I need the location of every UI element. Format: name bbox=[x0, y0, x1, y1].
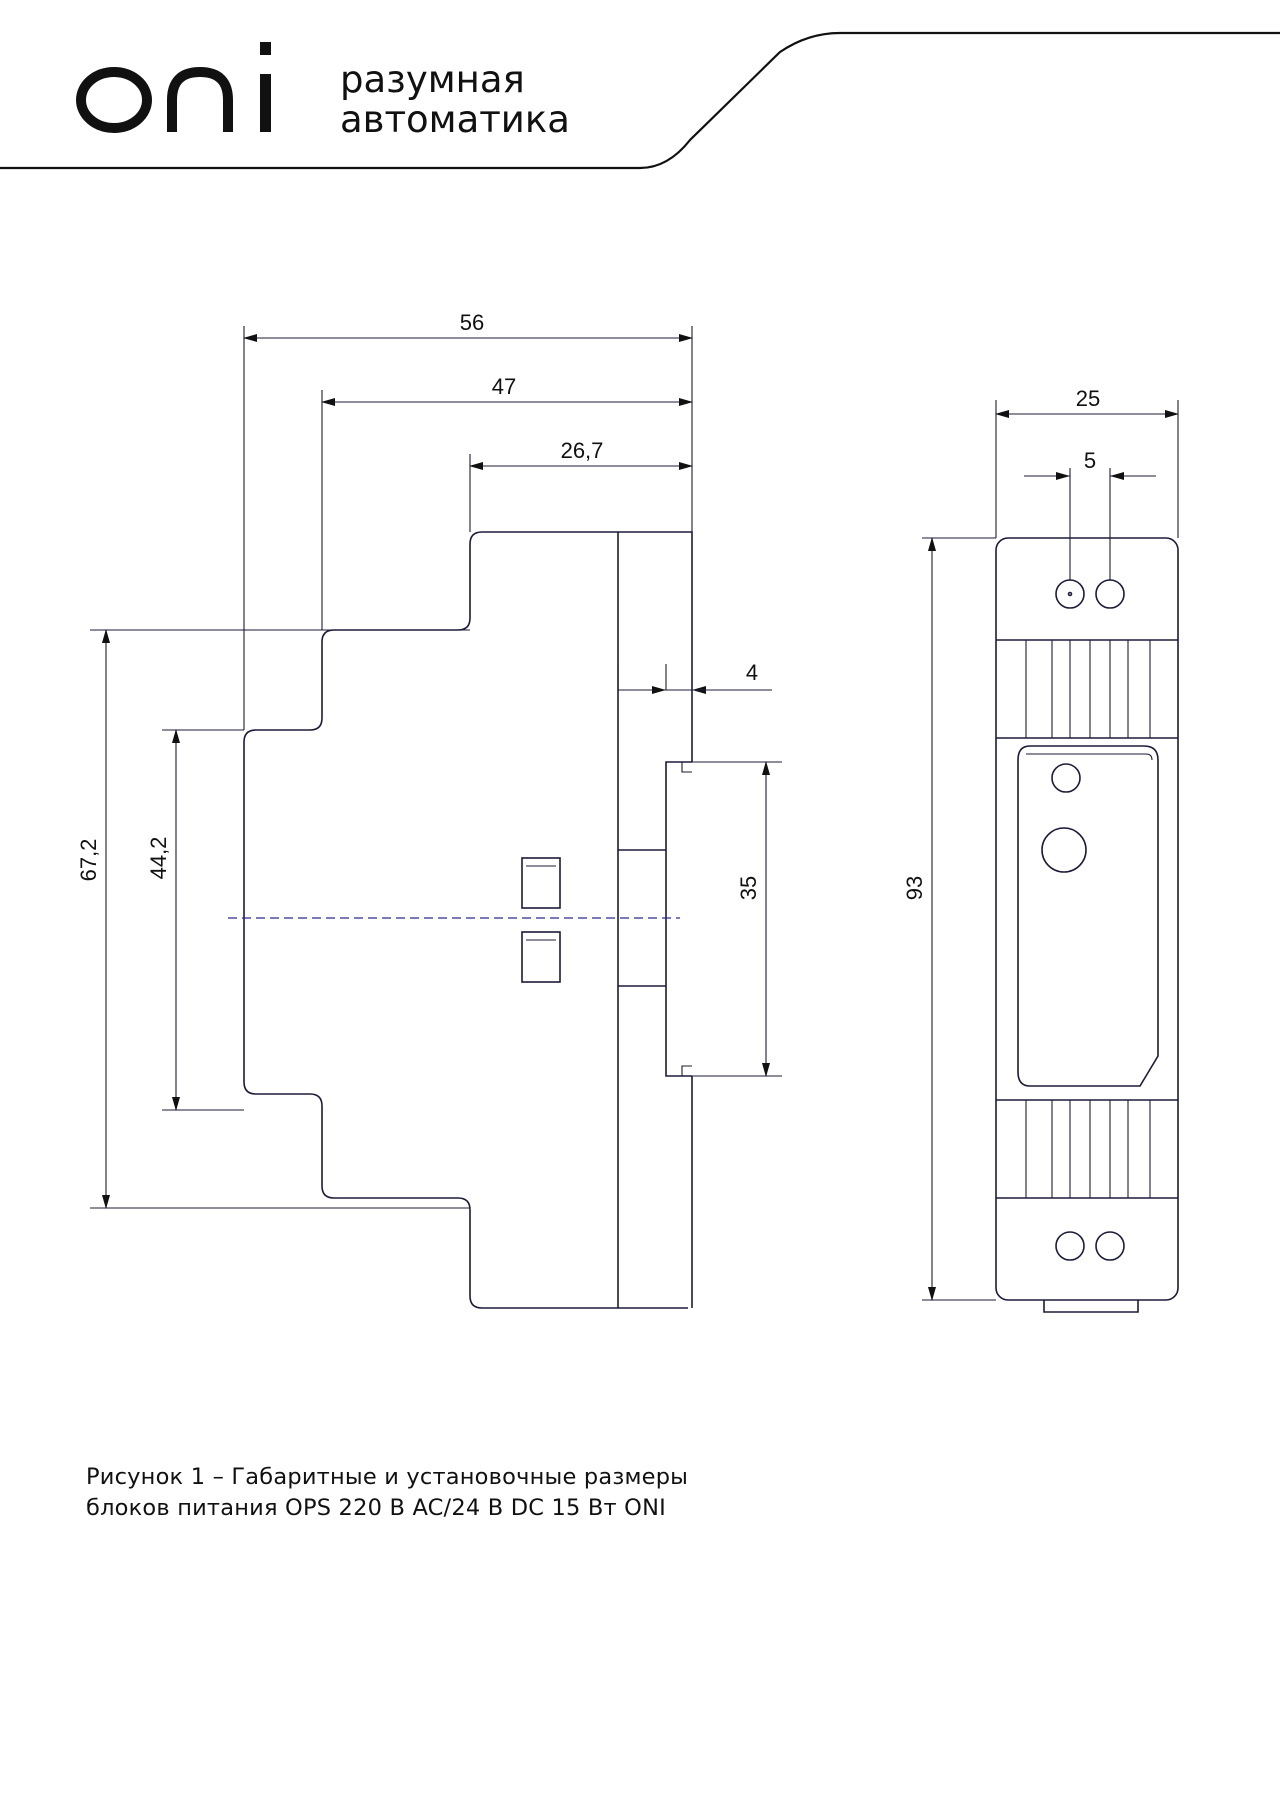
dim-5-label: 5 bbox=[1084, 448, 1096, 473]
front-top bbox=[618, 531, 693, 762]
figure-caption: Рисунок 1 – Габаритные и установочные ра… bbox=[86, 1462, 688, 1524]
header-swoosh-line bbox=[0, 31, 1280, 170]
caption-line-2: блоков питания OPS 220 В AC/24 В DC 15 В… bbox=[86, 1495, 666, 1521]
dim-4-label: 4 bbox=[746, 660, 758, 685]
side-view-dimensions: 56 47 26,7 4 67,2 44,2 35 bbox=[76, 310, 782, 1209]
dim-25-label: 25 bbox=[1076, 386, 1100, 411]
brand-tagline-line1: разумная bbox=[340, 58, 525, 101]
latch-lower bbox=[521, 931, 561, 983]
front-view-body bbox=[995, 537, 1179, 1301]
dim-44-2-label: 44,2 bbox=[146, 837, 171, 880]
dim-56-label: 56 bbox=[460, 310, 484, 335]
caption-line-1: Рисунок 1 – Габаритные и установочные ра… bbox=[86, 1464, 689, 1490]
led-indicator-icon bbox=[1051, 763, 1081, 793]
side-view-outline bbox=[243, 531, 688, 1309]
terminal-screw-1-icon bbox=[1055, 579, 1085, 609]
dim-93-label: 93 bbox=[902, 876, 927, 900]
terminal-screw-2-icon bbox=[1095, 579, 1125, 609]
terminal-screw-4-icon bbox=[1095, 1231, 1125, 1261]
dim-26-7-label: 26,7 bbox=[561, 438, 604, 463]
front-view-dimensions: 25 5 93 bbox=[902, 386, 1179, 1301]
rail-slot bbox=[618, 849, 666, 987]
vent-ribs-top bbox=[996, 639, 1178, 739]
brand-tagline-line2: автоматика bbox=[340, 98, 570, 141]
latch-upper bbox=[521, 857, 561, 909]
rail-clip bbox=[665, 761, 692, 1077]
header: разумная автоматика bbox=[0, 31, 1280, 170]
voltage-adjust-potentiometer-icon bbox=[1041, 827, 1087, 873]
front-panel bbox=[1017, 745, 1159, 1087]
vent-ribs-bottom bbox=[996, 1099, 1178, 1199]
oni-logo bbox=[76, 42, 271, 133]
dim-67-2-label: 67,2 bbox=[76, 839, 101, 882]
dim-47-label: 47 bbox=[492, 374, 516, 399]
front-view-foot bbox=[1043, 1300, 1139, 1313]
side-view bbox=[228, 531, 693, 1309]
dim-35-label: 35 bbox=[736, 876, 761, 900]
terminal-screw-3-icon bbox=[1055, 1231, 1085, 1261]
front-view bbox=[995, 537, 1179, 1313]
